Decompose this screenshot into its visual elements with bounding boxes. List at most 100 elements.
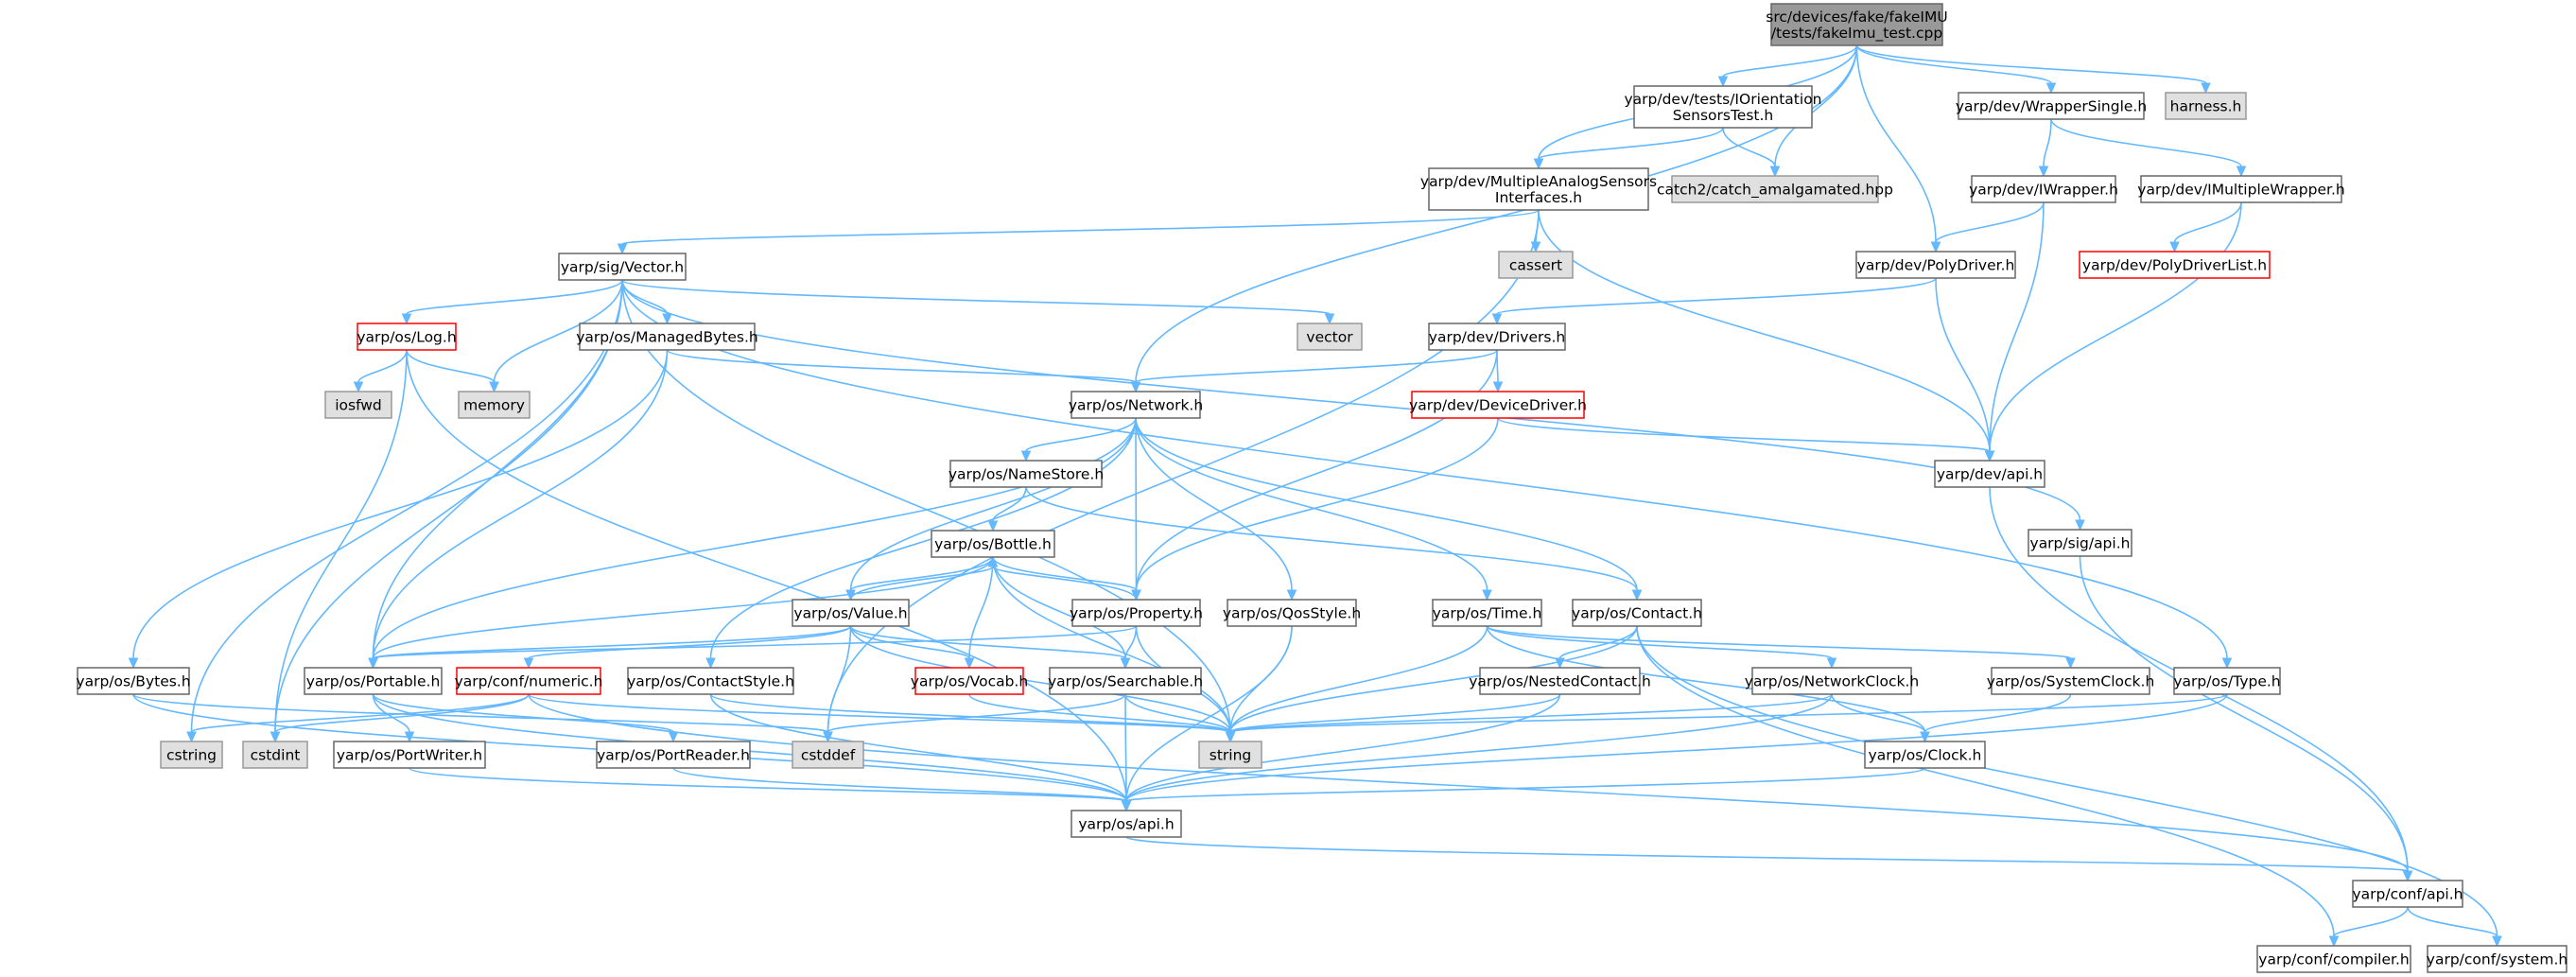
node-sysclock[interactable]: yarp/os/SystemClock.h [1987, 667, 2155, 695]
node-label: yarp/os/QosStyle.h [1223, 605, 1361, 622]
node-numeric[interactable]: yarp/conf/numeric.h [455, 667, 603, 695]
node-iosfwd: iosfwd [324, 391, 392, 419]
node-label: /tests/fakeImu_test.cpp [1771, 25, 1942, 43]
node-contactstyle[interactable]: yarp/os/ContactStyle.h [627, 667, 794, 695]
edge-property-to-bottle [987, 555, 1138, 601]
node-netclock[interactable]: yarp/os/NetworkClock.h [1745, 667, 1919, 695]
arrow-head [2328, 935, 2340, 948]
edge-line [2407, 906, 2498, 937]
node-bytes[interactable]: yarp/os/Bytes.h [76, 667, 191, 695]
node-contact[interactable]: yarp/os/Contact.h [1572, 599, 1702, 627]
node-log[interactable]: yarp/os/Log.h [357, 323, 457, 351]
node-label: iosfwd [335, 397, 382, 414]
node-memory: memory [458, 391, 531, 419]
edge-line [2079, 555, 2409, 872]
edge-type-to-string [1225, 693, 2228, 743]
edge-namestore-to-bottle [987, 486, 1027, 532]
node-wsingle[interactable]: yarp/dev/WrapperSingle.h [1956, 92, 2147, 120]
node-imwrapper[interactable]: yarp/dev/IMultipleWrapper.h [2137, 175, 2345, 203]
edge-value-to-numeric [523, 625, 852, 670]
arrow-head [1533, 158, 1544, 170]
edge-line [849, 625, 1126, 659]
node-system[interactable]: yarp/conf/system.h [2427, 945, 2567, 973]
edge-network-to-namestore [1020, 417, 1137, 462]
edge-drivers-to-network [1130, 349, 1498, 393]
node-box [2352, 880, 2463, 908]
edge-polydriver-to-drivers [1491, 277, 1937, 325]
edge-confapi-to-compiler [2328, 906, 2409, 948]
node-confapi[interactable]: yarp/conf/api.h [2352, 880, 2463, 908]
node-value[interactable]: yarp/os/Value.h [792, 599, 910, 627]
node-devdriver[interactable]: yarp/dev/DeviceDriver.h [1409, 391, 1587, 419]
node-pdlist[interactable]: yarp/dev/PolyDriverList.h [2079, 251, 2271, 279]
node-type[interactable]: yarp/os/Type.h [2173, 667, 2281, 695]
node-nested[interactable]: yarp/os/NestedContact.h [1469, 667, 1651, 695]
node-compiler[interactable]: yarp/conf/compiler.h [2256, 945, 2411, 973]
arrow-head [1631, 589, 1643, 602]
node-devapi[interactable]: yarp/dev/api.h [1934, 460, 2045, 488]
node-label: yarp/os/Log.h [357, 329, 456, 346]
edge-line [1229, 693, 2228, 733]
node-sigapi[interactable]: yarp/sig/api.h [2028, 529, 2132, 557]
node-box [1411, 391, 1585, 419]
node-clock[interactable]: yarp/os/Clock.h [1864, 741, 1986, 769]
node-portwriter[interactable]: yarp/os/PortWriter.h [333, 741, 486, 769]
edge-network-to-property [1131, 417, 1141, 602]
node-polydriver[interactable]: yarp/dev/PolyDriver.h [1855, 251, 2016, 279]
node-vocab[interactable]: yarp/os/Vocab.h [911, 667, 1028, 695]
edge-netclock-to-clock [1831, 693, 1930, 743]
arrow-head [2492, 935, 2502, 948]
node-bottle[interactable]: yarp/os/Bottle.h [931, 530, 1055, 558]
node-label: yarp/dev/IWrapper.h [1969, 182, 2118, 199]
node-searchable[interactable]: yarp/os/Searchable.h [1048, 667, 1203, 695]
arrow-head [401, 313, 412, 325]
edge-line [1124, 693, 1127, 802]
node-qosstyle[interactable]: yarp/os/QosStyle.h [1223, 599, 1361, 627]
node-label: yarp/os/api.h [1078, 816, 1174, 833]
node-box [558, 253, 687, 281]
node-box [1751, 667, 1912, 695]
node-time[interactable]: yarp/os/Time.h [1432, 599, 1542, 627]
edge-line [1538, 127, 1724, 160]
node-box [1864, 741, 1986, 769]
edge-property-to-portable [368, 625, 1138, 670]
node-box [1991, 667, 2150, 695]
arrow-head [1491, 313, 1503, 325]
node-box [931, 530, 1055, 558]
node-box [1934, 460, 2045, 488]
node-box [627, 667, 794, 695]
node-label: yarp/os/Network.h [1069, 397, 1203, 414]
node-portreader[interactable]: yarp/os/PortReader.h [596, 741, 751, 769]
edge-confapi-to-system [2407, 906, 2502, 948]
edge-line [1135, 349, 1498, 383]
arrow-head [2075, 519, 2085, 532]
edge-masi-to-devapi [1538, 209, 1995, 462]
node-osapi[interactable]: yarp/os/api.h [1070, 810, 1182, 838]
node-vector_h[interactable]: yarp/sig/Vector.h [558, 253, 687, 281]
arrow-head [1984, 450, 1995, 462]
edge-line [372, 625, 1138, 659]
node-box [2427, 945, 2567, 973]
node-label: Interfaces.h [1495, 189, 1582, 206]
node-drivers[interactable]: yarp/dev/Drivers.h [1428, 323, 1566, 351]
node-masi[interactable]: yarp/dev/MultipleAnalogSensorsInterfaces… [1420, 167, 1657, 211]
edge-line [666, 349, 1137, 383]
edge-managed-to-bytes [128, 349, 669, 670]
node-portable[interactable]: yarp/os/Portable.h [304, 667, 443, 695]
node-iwrapper[interactable]: yarp/dev/IWrapper.h [1969, 175, 2118, 203]
edge-line [1935, 277, 1991, 452]
node-namestore[interactable]: yarp/os/NameStore.h [949, 460, 1104, 488]
node-network[interactable]: yarp/os/Network.h [1069, 391, 1203, 419]
edge-line [528, 693, 2409, 872]
arrow-head [404, 731, 415, 743]
node-property[interactable]: yarp/os/Property.h [1070, 599, 1203, 627]
node-label: yarp/dev/api.h [1937, 466, 2043, 483]
edge-line [849, 556, 994, 591]
arrow-head [1826, 657, 1837, 670]
node-box [242, 741, 308, 769]
edge-line [1135, 417, 1499, 591]
node-box [1428, 323, 1566, 351]
node-managed[interactable]: yarp/os/ManagedBytes.h [576, 323, 758, 351]
node-root[interactable]: src/devices/fake/fakeIMU/tests/fakeImu_t… [1766, 3, 1948, 46]
